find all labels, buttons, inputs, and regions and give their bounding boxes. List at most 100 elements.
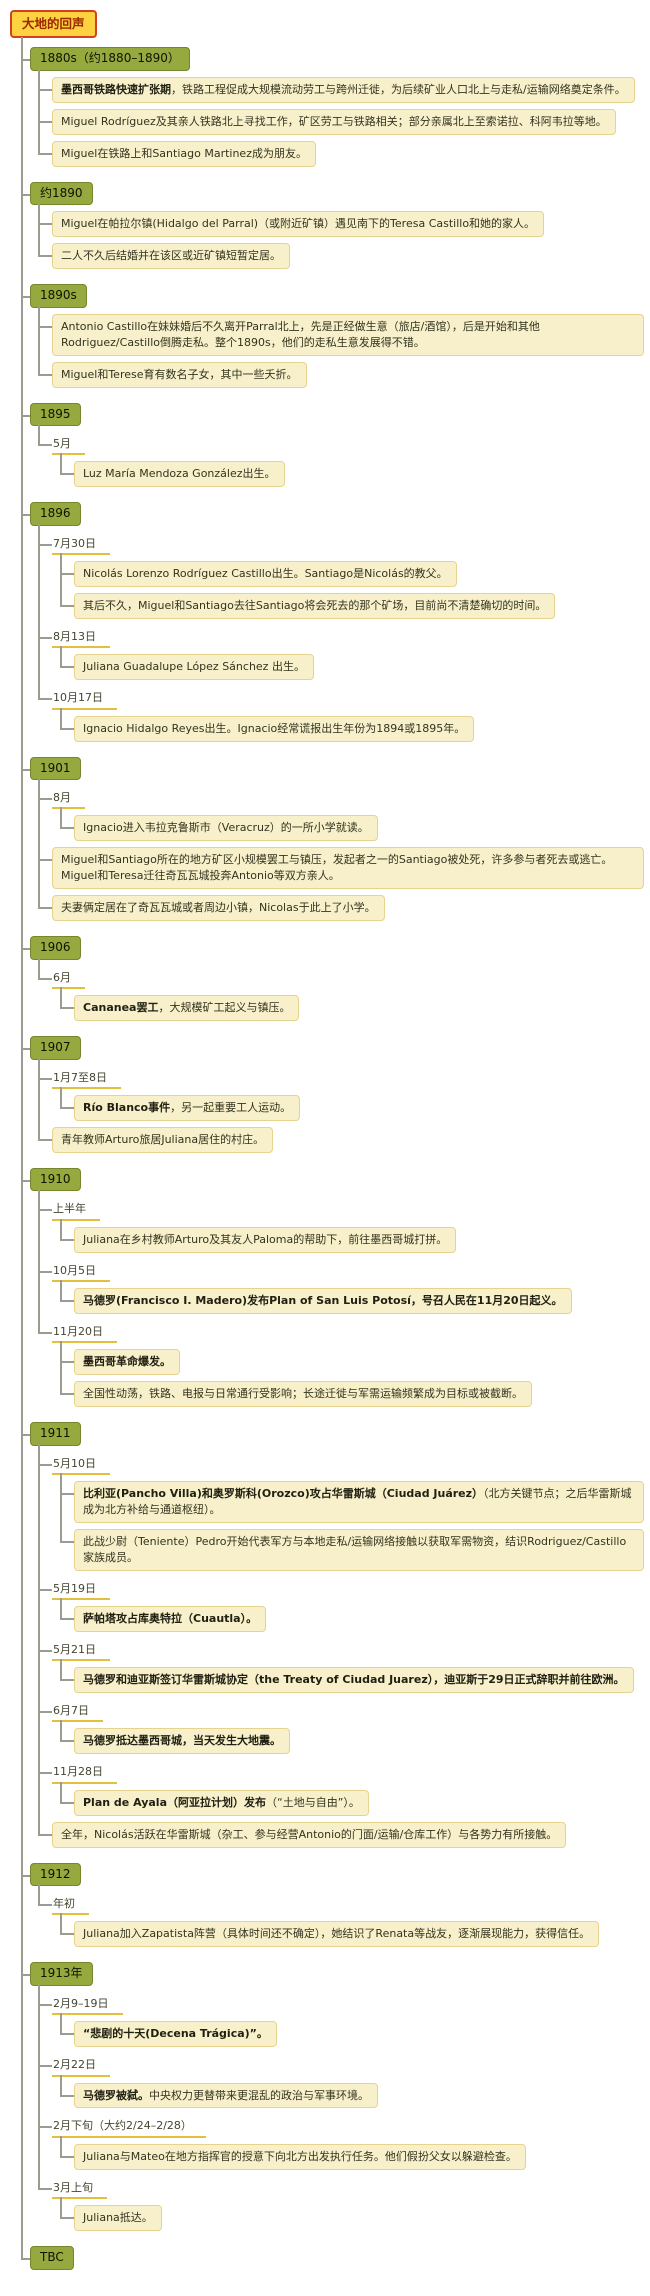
root-topic[interactable]: 大地的回声 — [10, 10, 97, 39]
date-topic[interactable]: 6月7日 — [52, 1703, 103, 1723]
date-topic[interactable]: 11月20日 — [52, 1324, 117, 1344]
event-topic[interactable]: 马德罗(Francisco I. Madero)发布Plan of San Lu… — [74, 1287, 572, 1314]
date-topic[interactable]: 10月5日 — [52, 1263, 110, 1282]
year-topic[interactable]: 1896 — [30, 502, 81, 526]
event-topic[interactable]: Río Blanco事件，另一起重要工人运动。 — [74, 1094, 301, 1121]
event-row: 夫妻俩定居在了奇瓦瓦城或者周边小镇，Nicolas于此上了小学。 — [38, 887, 644, 922]
event-topic[interactable]: 此战少尉（Teniente）Pedro开始代表军方与本地走私/运输网络接触以获取… — [74, 1528, 644, 1571]
event-topic[interactable]: Plan de Ayala（阿亚拉计划）发布（“土地与自由”）。 — [74, 1789, 369, 1816]
date-topic[interactable]: 上半年 — [52, 1201, 100, 1221]
event-topic[interactable]: Miguel在铁路上和Santiago Martinez成为朋友。 — [52, 140, 316, 167]
children-group: 墨西哥铁路快速扩张期，铁路工程促成大规模流动劳工与跨州迁徙，为后续矿业人口北上与… — [38, 68, 644, 167]
event-row: Juliana抵达。 — [60, 2197, 644, 2231]
event-topic[interactable]: 二人不久后结婚并在该区或近矿镇短暂定居。 — [52, 243, 290, 270]
event-row: 全年，Nicolás活跃在华雷斯城（杂工、参与经营Antonio的门面/运输/仓… — [38, 1813, 644, 1848]
year-section: 1907 1月7至8日 Río Blanco事件，另一起重要工人运动。青年教师Art… — [21, 1020, 644, 1153]
event-row: Juliana与Mateo在地方指挥官的授意下向北方出发执行任务。他们假扮父女以… — [60, 2135, 644, 2170]
date-row: 2月9–19日 “悲剧的十天(Decena Trágica)”。 — [38, 1983, 644, 2048]
event-topic[interactable]: 青年教师Arturo旅居Juliana居住的村庄。 — [52, 1126, 274, 1153]
children-group: Ignacio Hidalgo Reyes出生。Ignacio经常谎报出生年份为… — [60, 707, 644, 742]
children-group: 马德罗和迪亚斯签订华雷斯城协定（the Treaty of Ciudad Jua… — [60, 1659, 644, 1694]
date-topic[interactable]: 8月 — [52, 790, 85, 810]
children-group: 5月10日比利亚(Pancho Villa)和奥罗斯科(Orozco)攻占华雷斯… — [38, 1443, 644, 1848]
event-topic[interactable]: Luz María Mendoza González出生。 — [74, 461, 285, 488]
date-topic[interactable]: 年初 — [52, 1896, 89, 1916]
date-topic[interactable]: 7月30日 — [52, 536, 110, 556]
event-topic[interactable]: 夫妻俩定居在了奇瓦瓦城或者周边小镇，Nicolas于此上了小学。 — [52, 895, 385, 922]
date-topic[interactable]: 2月下旬（大约2/24–2/28） — [52, 2118, 206, 2138]
date-topic[interactable]: 6月 — [52, 970, 85, 990]
event-topic[interactable]: Juliana与Mateo在地方指挥官的授意下向北方出发执行任务。他们假扮父女以… — [74, 2143, 526, 2170]
date-row: 5月21日马德罗和迪亚斯签订华雷斯城协定（the Treaty of Ciuda… — [38, 1629, 644, 1694]
year-topic[interactable]: 1906 — [30, 936, 81, 960]
event-topic[interactable]: Antonio Castillo在妹妹婚后不久离开Parral北上，先是正经做生… — [52, 313, 644, 356]
event-topic[interactable]: Miguel和Santiago所在的地方矿区小规模罢工与镇压，发起者之一的San… — [52, 847, 644, 890]
event-topic[interactable]: 马德罗被弑。中央权力更替带来更混乱的政治与军事环境。 — [74, 2082, 378, 2109]
date-row: 11月28日 Plan de Ayala（阿亚拉计划）发布（“土地与自由”）。 — [38, 1752, 644, 1816]
event-topic[interactable]: “悲剧的十天(Decena Trágica)”。 — [74, 2021, 277, 2048]
date-topic[interactable]: 11月28日 — [52, 1764, 117, 1784]
event-topic[interactable]: Miguel在帕拉尔镇(Hidalgo del Parral)（或附近矿镇）遇见… — [52, 211, 545, 238]
date-topic[interactable]: 5月19日 — [52, 1581, 110, 1600]
year-topic[interactable]: 1880s（约1880–1890） — [30, 47, 190, 71]
date-topic[interactable]: 5月10日 — [52, 1456, 110, 1475]
year-topic[interactable]: 1907 — [30, 1036, 81, 1060]
date-topic[interactable]: 10月17日 — [52, 690, 117, 710]
year-section: 1880s（约1880–1890） 墨西哥铁路快速扩张期，铁路工程促成大规模流动劳… — [21, 37, 644, 168]
date-topic[interactable]: 1月7至8日 — [52, 1070, 121, 1089]
children-group: 2月9–19日“悲剧的十天(Decena Trágica)”。2月22日马德罗被… — [38, 1983, 644, 2231]
date-row: 5月10日比利亚(Pancho Villa)和奥罗斯科(Orozco)攻占华雷斯… — [38, 1443, 644, 1571]
date-row: 10月5日马德罗(Francisco I. Madero)发布Plan of S… — [38, 1250, 644, 1315]
event-topic[interactable]: 全国性动荡，铁路、电报与日常通行受影响；长途迁徙与军需运输频繁成为目标或被截断。 — [74, 1381, 532, 1408]
children-group: Nicolás Lorenzo Rodríguez Castillo出生。San… — [60, 553, 644, 620]
year-topic[interactable]: 1895 — [30, 402, 81, 427]
event-topic[interactable]: Ignacio进入韦拉克鲁斯市（Veracruz）的一所小学就读。 — [74, 815, 378, 842]
year-topic[interactable]: 1901 — [30, 756, 81, 781]
year-topic[interactable]: 1912 — [30, 1862, 81, 1887]
event-row: 全国性动荡，铁路、电报与日常通行受影响；长途迁徙与军需运输频繁成为目标或被截断。 — [60, 1373, 644, 1408]
children-group: 6月 Cananea罢工，大规模矿工起义与镇压。 — [38, 957, 644, 1022]
event-row: 马德罗(Francisco I. Madero)发布Plan of San Lu… — [60, 1279, 644, 1314]
date-topic[interactable]: 2月9–19日 — [52, 1996, 123, 2016]
event-topic[interactable]: Cananea罢工，大规模矿工起义与镇压。 — [74, 995, 300, 1022]
event-row: Juliana加入Zapatista阵营（具体时间还不确定），她结识了Renat… — [60, 1913, 644, 1948]
event-topic[interactable]: 墨西哥革命爆发。 — [74, 1349, 180, 1376]
event-row: Miguel Rodríguez及其亲人铁路北上寻找工作，矿区劳工与铁路相关；部… — [38, 100, 644, 135]
date-row: 上半年 Juliana在乡村教师Arturo及其友人Paloma的帮助下，前往墨西… — [38, 1189, 644, 1253]
event-topic[interactable]: 萨帕塔攻占库奥特拉（Cuautla）。 — [74, 1606, 267, 1632]
year-topic[interactable]: 1913年 — [30, 1962, 93, 1986]
year-section: 1906 6月 Cananea罢工，大规模矿工起义与镇压。 — [21, 920, 644, 1022]
date-topic[interactable]: 5月21日 — [52, 1642, 110, 1662]
event-topic[interactable]: 墨西哥铁路快速扩张期，铁路工程促成大规模流动劳工与跨州迁徙，为后续矿业人口北上与… — [52, 76, 635, 103]
event-topic[interactable]: Juliana Guadalupe López Sánchez 出生。 — [74, 654, 314, 681]
event-topic[interactable]: Ignacio Hidalgo Reyes出生。Ignacio经常谎报出生年份为… — [74, 715, 475, 742]
event-topic[interactable]: Miguel和Terese育有数名子女，其中一些夭折。 — [52, 361, 307, 388]
event-topic[interactable]: Miguel Rodríguez及其亲人铁路北上寻找工作，矿区劳工与铁路相关；部… — [52, 108, 616, 135]
event-row: Nicolás Lorenzo Rodríguez Castillo出生。San… — [60, 553, 644, 588]
event-topic[interactable]: Juliana加入Zapatista阵营（具体时间还不确定），她结识了Renat… — [74, 1921, 600, 1948]
event-topic[interactable]: Nicolás Lorenzo Rodríguez Castillo出生。San… — [74, 561, 457, 588]
children-group: Cananea罢工，大规模矿工起义与镇压。 — [60, 987, 644, 1022]
year-topic[interactable]: 1910 — [30, 1167, 81, 1192]
event-topic[interactable]: 全年，Nicolás活跃在华雷斯城（杂工、参与经营Antonio的门面/运输/仓… — [52, 1821, 567, 1848]
year-topic[interactable]: 1911 — [30, 1422, 81, 1446]
year-topic[interactable]: 约1890 — [30, 181, 93, 206]
children-group: 比利亚(Pancho Villa)和奥罗斯科(Orozco)攻占华雷斯城（Ciu… — [60, 1472, 644, 1571]
event-topic[interactable]: 马德罗和迪亚斯签订华雷斯城协定（the Treaty of Ciudad Jua… — [74, 1667, 634, 1694]
children-group: Ignacio进入韦拉克鲁斯市（Veracruz）的一所小学就读。 — [60, 807, 644, 842]
date-topic[interactable]: 8月13日 — [52, 629, 110, 649]
year-topic[interactable]: 1890s — [30, 284, 87, 308]
children-group: Río Blanco事件，另一起重要工人运动。 — [60, 1086, 644, 1121]
event-topic[interactable]: 马德罗抵达墨西哥城，当天发生大地震。 — [74, 1728, 290, 1755]
children-group: 8月 Ignacio进入韦拉克鲁斯市（Veracruz）的一所小学就读。 Migue… — [38, 778, 644, 922]
children-group: Antonio Castillo在妹妹婚后不久离开Parral北上，先是正经做生… — [38, 305, 644, 388]
event-topic[interactable]: Juliana抵达。 — [74, 2205, 162, 2231]
event-topic[interactable]: 其后不久，Miguel和Santiago去往Santiago将会死去的那个矿场，… — [74, 593, 556, 620]
event-topic[interactable]: 比利亚(Pancho Villa)和奥罗斯科(Orozco)攻占华雷斯城（Ciu… — [74, 1480, 644, 1523]
date-row: 年初 Juliana加入Zapatista阵营（具体时间还不确定），她结识了Ren… — [38, 1884, 644, 1948]
event-topic[interactable]: Juliana在乡村教师Arturo及其友人Paloma的帮助下，前往墨西哥城打… — [74, 1226, 457, 1253]
year-topic[interactable]: TBC — [30, 2245, 74, 2270]
date-topic[interactable]: 5月 — [52, 436, 85, 456]
